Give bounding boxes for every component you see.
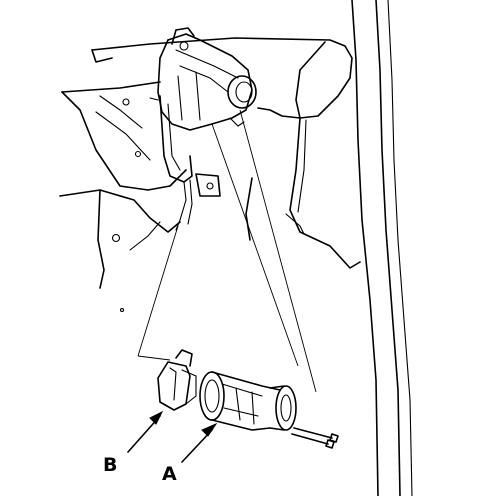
callout-arrow-b: [127, 410, 164, 453]
body-panel: [59, 37, 361, 313]
door-frame-trim: [351, 0, 413, 496]
callout-arrow-a: [181, 422, 218, 463]
guide-lines: [137, 109, 317, 393]
bolts: [291, 427, 339, 449]
callout-label-a: A: [162, 463, 177, 485]
part-a-housing: [199, 371, 297, 431]
part-b-connector: [157, 349, 197, 411]
actuator-installed: [122, 27, 257, 231]
callout-label-b: B: [103, 454, 117, 476]
